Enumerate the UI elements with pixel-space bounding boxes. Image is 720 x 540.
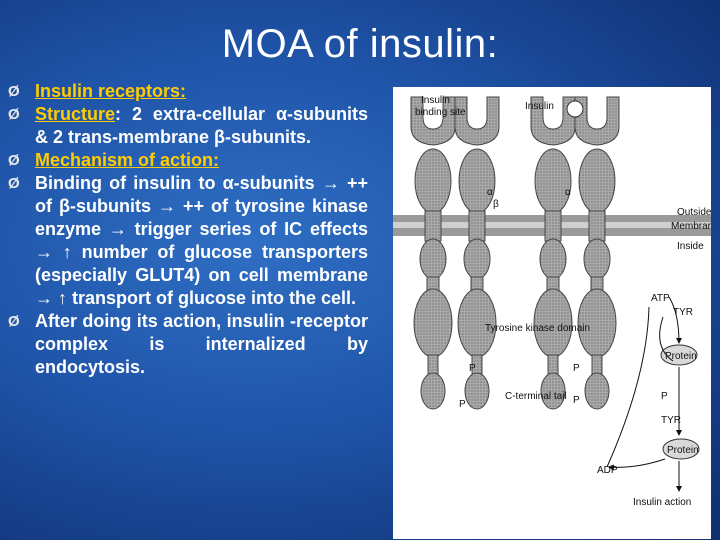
label-membrane: Membrane <box>671 221 711 232</box>
c-tail-left <box>420 372 446 410</box>
bullet-text: Binding of insulin to α-subunits → ++ of… <box>35 173 368 308</box>
bullet-list: Ø Insulin receptors: Ø Structure: 2 extra-c… <box>8 80 368 379</box>
slide-title: MOA of insulin: <box>221 22 499 66</box>
label-insulin-binding-site-2: binding site <box>415 107 466 118</box>
bullet-text: After doing its action, insulin -recepto… <box>35 311 368 377</box>
receptor-right <box>530 96 620 410</box>
transmembrane-stem-left <box>424 210 442 242</box>
beta-subunit-extracellular-right-2 <box>578 148 616 214</box>
label-atp: ATP <box>651 293 670 304</box>
bullet-item: Ø Structure: 2 extra-cellular α-subunits … <box>8 103 368 149</box>
label-p-1: P <box>469 363 476 374</box>
alpha-subunit-left-2 <box>530 96 576 146</box>
label-inside: Inside <box>677 241 704 252</box>
bullet-item: Ø Insulin receptors: <box>8 80 368 103</box>
receptor-diagram-svg: Insulin binding site Insulin α α β Outsi… <box>393 95 711 508</box>
juxtamembrane-right <box>463 238 491 280</box>
insulin-molecule <box>566 100 584 118</box>
juxtamembrane-left <box>419 238 447 280</box>
insulin-receptor-diagram: Insulin binding site Insulin α α β Outsi… <box>393 87 711 539</box>
transmembrane-stem-right <box>468 210 486 242</box>
bullet-marker-icon: Ø <box>8 83 20 100</box>
label-insulin-action: Insulin action <box>633 497 691 508</box>
bullet-marker-icon: Ø <box>8 313 20 330</box>
alpha-subunit-right-2 <box>574 96 620 146</box>
beta-subunit-extracellular-left-2 <box>534 148 572 214</box>
label-tyr-1: TYR <box>673 307 693 318</box>
arrow-to-adp <box>608 458 666 471</box>
label-protein-1: Protein <box>665 351 697 362</box>
bullet-item: Ø Mechanism of action: <box>8 149 368 172</box>
bullet-marker-icon: Ø <box>8 152 20 169</box>
bullet-heading: Structure <box>35 104 116 124</box>
beta-subunit-extracellular-right <box>458 148 496 214</box>
alpha-subunit-left <box>410 96 456 146</box>
alpha-subunit-right <box>454 96 500 146</box>
bullet-heading: Insulin receptors: <box>35 81 187 101</box>
label-tyrosine-kinase-domain: Tyrosine kinase domain <box>485 323 590 334</box>
bullet-heading: Mechanism of action: <box>35 150 220 170</box>
bullet-item: Ø Binding of insulin to α-subunits → ++ o… <box>8 172 368 310</box>
arrow-loop <box>606 306 650 468</box>
beta-subunit-extracellular-left <box>414 148 452 214</box>
arrow-atp-protein <box>668 296 682 344</box>
label-p-2: P <box>573 363 580 374</box>
label-p-3: P <box>459 399 466 410</box>
bullet-marker-icon: Ø <box>8 106 20 123</box>
label-insulin-binding-site-1: Insulin <box>421 95 450 106</box>
arrow-tyr-curve <box>659 316 674 362</box>
bullet-marker-icon: Ø <box>8 175 20 192</box>
bullet-text: : 2 extra-cellular α-subunits & 2 trans-… <box>35 104 368 147</box>
label-tyr-2: TYR <box>661 415 681 426</box>
label-c-terminal-tail: C-terminal tail <box>505 391 567 402</box>
label-beta: β <box>493 199 499 210</box>
receptor-left <box>410 96 500 410</box>
protein-shape-2 <box>662 438 700 460</box>
label-alpha-1: α <box>487 187 493 198</box>
label-adp: ADP <box>597 465 618 476</box>
protein-shape-1 <box>660 344 698 366</box>
label-insulin: Insulin <box>525 101 554 112</box>
c-tail-right <box>464 372 490 410</box>
kinase-domain-left <box>413 288 453 358</box>
label-p-4: P <box>573 395 580 406</box>
bullet-item: Ø After doing its action, insulin -recept… <box>8 310 368 379</box>
label-outside: Outside <box>677 207 711 218</box>
label-p-5: P <box>661 391 668 402</box>
label-alpha-2: α <box>565 187 571 198</box>
label-protein-2: Protein <box>667 445 699 456</box>
